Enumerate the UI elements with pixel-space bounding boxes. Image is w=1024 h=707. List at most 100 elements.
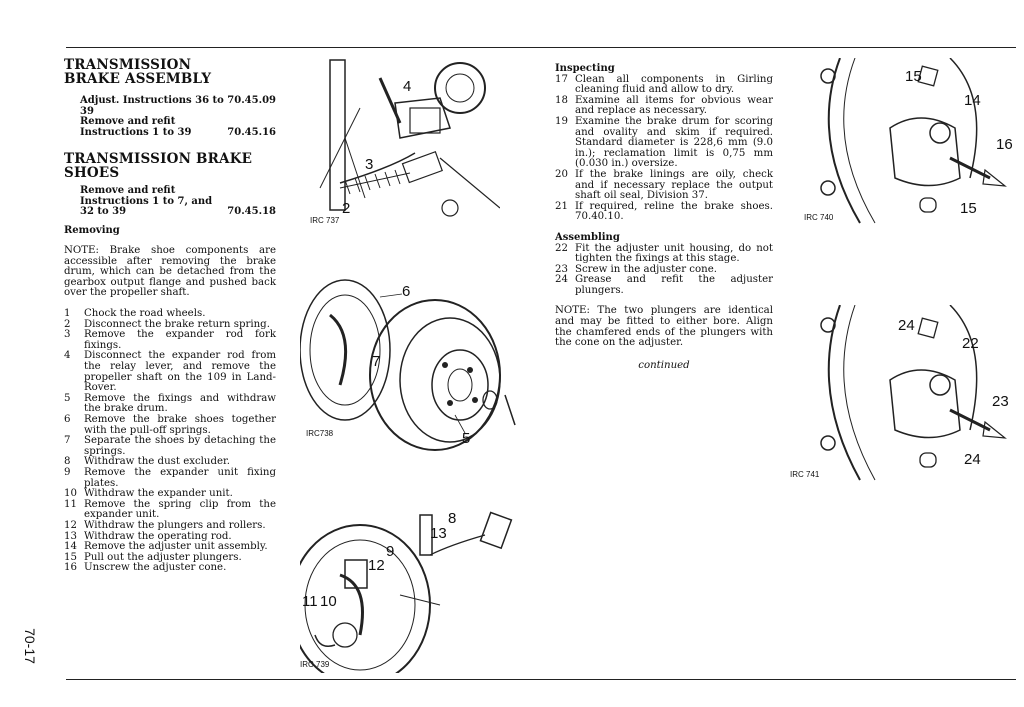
operation-label: Instructions 1 to 7, and xyxy=(80,195,213,207)
step-text: Remove the fixings and withdraw the brak… xyxy=(84,392,276,415)
brake-linkage-drawing xyxy=(319,59,501,217)
continued-label: continued xyxy=(638,359,690,371)
callout-3: 3 xyxy=(365,156,374,173)
step-item: 12 Withdraw the plungers and rollers. xyxy=(64,519,276,532)
step-text: Unscrew the adjuster cone. xyxy=(84,562,227,574)
note-paragraph: NOTE: Brake shoe components are accessib… xyxy=(64,245,276,299)
step-item: 6 Remove the brake shoes together with th… xyxy=(64,414,276,436)
operation-code: 70.45.09 xyxy=(227,95,276,106)
callout-24-lower: 24 xyxy=(964,451,981,468)
figure-label: IRC 740 xyxy=(804,213,834,222)
adjuster-assembly-drawing xyxy=(820,304,1007,481)
operation-label: 32 to 39 xyxy=(80,206,127,217)
step-number: 11 xyxy=(64,498,77,510)
left-text-column: TRANSMISSION BRAKE ASSEMBLY Adjust. Inst… xyxy=(64,58,276,574)
step-text: Remove the expander rod fork fixings. xyxy=(84,329,276,351)
callout-4: 4 xyxy=(403,78,412,95)
top-rule xyxy=(66,47,1016,48)
callout-9: 9 xyxy=(386,543,395,560)
callout-2: 2 xyxy=(342,200,351,217)
removal-steps-list: 1 Chock the road wheels. 2 Disconnect the b… xyxy=(64,308,276,574)
callout-15-lower: 15 xyxy=(960,200,977,217)
operation-code: 70.45.16 xyxy=(227,126,276,138)
figure-label: IRC738 xyxy=(306,429,334,438)
step-item: 2 Disconnect the brake return spring. xyxy=(64,318,276,331)
step-number: 2 xyxy=(64,318,71,330)
callout-12: 12 xyxy=(368,557,385,574)
inspecting-steps-list: 17 Clean all components in Girling cleani… xyxy=(555,73,773,223)
step-text: Remove the adjuster unit assembly. xyxy=(84,541,268,553)
operation-label: Remove and refit xyxy=(80,185,176,196)
callout-23: 23 xyxy=(992,393,1009,410)
step-number: 9 xyxy=(64,466,71,478)
step-item: 18 Examine all items for obvious wear and… xyxy=(555,94,773,117)
step-text: If the brake linings are oily, check and… xyxy=(575,168,773,202)
step-number: 12 xyxy=(64,519,77,531)
step-item: 21 If required, reline the brake shoes. 7… xyxy=(555,200,773,223)
step-text: Screw in the adjuster cone. xyxy=(575,263,717,275)
expander-unit-drawing xyxy=(289,511,513,686)
step-text: If required, reline the brake shoes. 70.… xyxy=(575,200,773,223)
page-number: 70-17 xyxy=(22,628,52,668)
callout-16: 16 xyxy=(996,136,1013,153)
step-text: Separate the shoes by detaching the spri… xyxy=(84,435,276,457)
step-text: Withdraw the operating rod. xyxy=(84,530,232,542)
step-text: Withdraw the expander unit. xyxy=(84,488,233,500)
step-text: Chock the road wheels. xyxy=(84,308,206,320)
callout-13: 13 xyxy=(430,525,447,542)
step-text: Withdraw the plungers and rollers. xyxy=(84,519,266,531)
operation-code: 70.45.18 xyxy=(227,206,276,217)
step-number: 1 xyxy=(64,308,71,320)
figure-adjuster-assembly: 24 22 23 24 IRC 741 xyxy=(790,304,1020,483)
step-item: 23 Screw in the adjuster cone. xyxy=(555,263,773,276)
step-number: 23 xyxy=(555,263,568,275)
page-number-text: 70-17 xyxy=(21,628,38,664)
callout-11: 11 xyxy=(302,593,318,610)
step-number: 17 xyxy=(555,73,568,85)
step-number: 5 xyxy=(64,392,71,404)
figure-label: IRC 741 xyxy=(790,470,820,479)
step-number: 7 xyxy=(64,435,71,447)
callout-5: 5 xyxy=(462,430,471,447)
step-number: 18 xyxy=(555,94,568,106)
operation-label: Remove and refit xyxy=(80,116,176,127)
subheading-removing: Removing xyxy=(64,224,120,236)
operation-remove-refit: Instructions 1 to 39 70.45.16 xyxy=(80,126,276,139)
step-text: Examine all items for obvious wear and r… xyxy=(575,94,773,117)
callout-24: 24 xyxy=(898,317,915,334)
step-number: 13 xyxy=(64,530,77,542)
step-number: 21 xyxy=(555,200,568,212)
figure-label: IRC 739 xyxy=(300,660,330,669)
step-text: Remove the brake shoes together with the… xyxy=(84,414,276,436)
step-number: 3 xyxy=(64,329,71,341)
section-heading-shoes: TRANSMISSION BRAKE SHOES xyxy=(64,151,253,181)
step-text: Grease and refit the adjuster plungers. xyxy=(575,274,773,296)
note-paragraph-plungers: NOTE: The two plungers are identical and… xyxy=(555,305,773,349)
step-item: 13 Withdraw the operating rod. xyxy=(64,530,276,543)
callout-7: 7 xyxy=(372,353,381,370)
step-number: 8 xyxy=(64,456,71,468)
step-number: 24 xyxy=(555,274,568,286)
step-text: Clean all components in Girling cleaning… xyxy=(575,73,773,96)
step-text: Examine the brake drum for scoring and o… xyxy=(575,115,773,170)
operation-shoes: 32 to 39 70.45.18 xyxy=(80,206,276,218)
step-number: 22 xyxy=(555,242,568,254)
step-item: 1 Chock the road wheels. xyxy=(64,308,276,320)
figure-expander-unit: 8 13 9 12 11 10 IRC 739 xyxy=(289,505,525,686)
step-number: 6 xyxy=(64,414,71,425)
step-number: 15 xyxy=(64,551,77,563)
step-item: 7 Separate the shoes by detaching the spr… xyxy=(64,435,276,457)
bottom-rule xyxy=(66,679,1016,680)
step-text: Disconnect the brake return spring. xyxy=(84,318,270,330)
step-text: Disconnect the expander rod from the rel… xyxy=(84,350,276,394)
callout-22: 22 xyxy=(962,335,979,352)
operation-adjust: Adjust. Instructions 36 to 39 70.45.09 xyxy=(80,95,276,117)
